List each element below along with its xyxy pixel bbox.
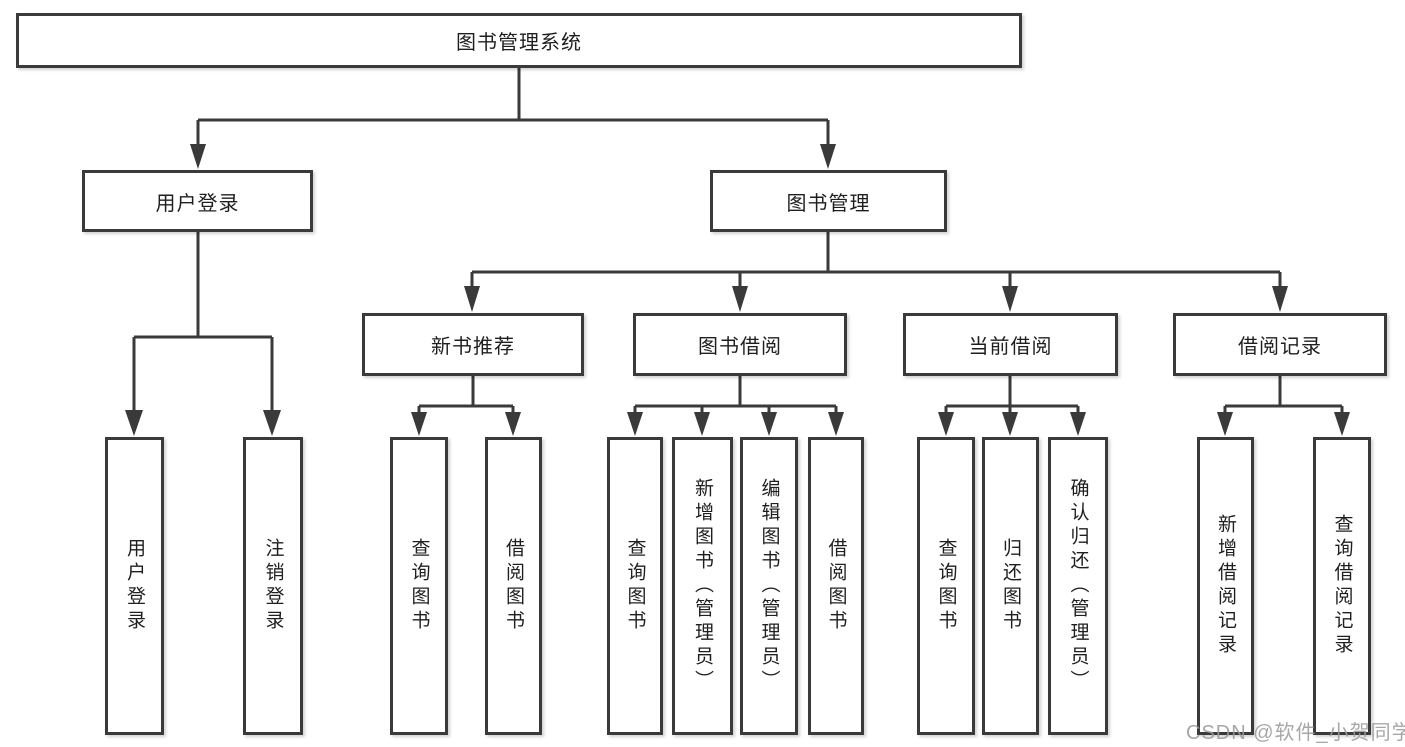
leaf-logout: 注销登录 xyxy=(243,437,303,735)
node-user-login: 用户登录 xyxy=(82,170,313,232)
edge-root-to-level2 xyxy=(196,68,830,146)
leaf-current-confirm-return-admin: 确认归还（管理员） xyxy=(1048,437,1108,735)
node-borrowing-records-label: 借阅记录 xyxy=(1238,336,1322,358)
leaf-borrowing-borrow-books: 借阅图书 xyxy=(808,437,864,735)
node-current-borrowing-label: 当前借阅 xyxy=(968,336,1053,358)
edge-borrow-record-to-children xyxy=(1223,376,1344,414)
node-user-login-label: 用户登录 xyxy=(155,192,240,215)
leaf-recommend-query-books: 查询图书 xyxy=(390,437,448,735)
edge-user-login-to-children xyxy=(132,232,274,412)
csdn-watermark: CSDN @软件_小贺同学 xyxy=(1186,722,1405,744)
edge-book-borrow-to-children xyxy=(633,376,838,414)
leaf-recommend-borrow-books: 借阅图书 xyxy=(485,437,542,735)
leaf-borrowing-query-books: 查询图书 xyxy=(607,437,663,735)
node-book-management: 图书管理 xyxy=(710,170,947,232)
node-borrowing-records: 借阅记录 xyxy=(1173,313,1387,376)
leaf-borrowing-edit-books-admin: 编辑图书（管理员） xyxy=(740,437,798,735)
node-root-label: 图书管理系统 xyxy=(456,32,582,54)
leaf-current-return-books: 归还图书 xyxy=(982,437,1039,735)
node-new-book-recommend: 新书推荐 xyxy=(362,313,584,376)
node-current-borrowing: 当前借阅 xyxy=(903,313,1118,376)
leaf-records-add-record: 新增借阅记录 xyxy=(1197,437,1254,735)
node-root: 图书管理系统 xyxy=(16,13,1022,68)
leaf-current-query-books: 查询图书 xyxy=(917,437,975,735)
node-book-borrowing: 图书借阅 xyxy=(633,313,847,376)
node-book-management-label: 图书管理 xyxy=(786,192,871,215)
node-new-book-recommend-label: 新书推荐 xyxy=(431,336,515,358)
leaf-user-login: 用户登录 xyxy=(105,437,164,735)
leaf-records-query-record: 查询借阅记录 xyxy=(1313,437,1371,735)
arrowheads xyxy=(125,144,1350,436)
edge-new-book-to-children xyxy=(417,376,515,414)
edge-book-management-to-level3 xyxy=(470,232,1282,288)
leaf-borrowing-add-books-admin: 新增图书（管理员） xyxy=(672,437,733,735)
node-book-borrowing-label: 图书借阅 xyxy=(698,336,782,358)
edge-current-borrow-to-children xyxy=(944,376,1080,414)
